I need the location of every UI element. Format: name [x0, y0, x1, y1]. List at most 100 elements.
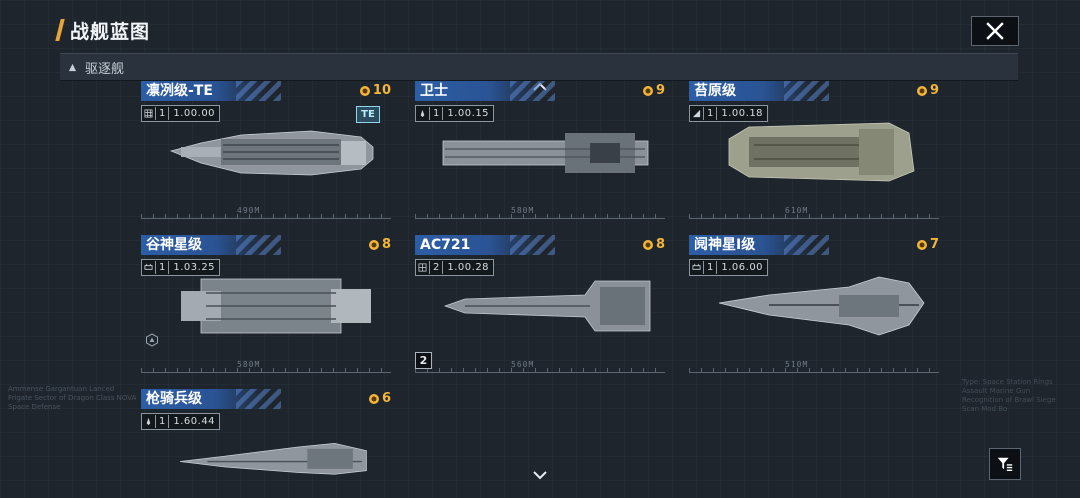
ship-tier: 1: [156, 261, 170, 274]
ship-card[interactable]: AC721 8 2 1.00.28 560M: [415, 235, 665, 385]
filter-button[interactable]: [989, 448, 1021, 480]
coin-icon: [916, 239, 927, 250]
ship-version: 1.00.18: [721, 108, 764, 119]
ship-tier: 2: [430, 261, 444, 274]
ship-length: 490M: [237, 206, 261, 215]
ship-card[interactable]: 谷神星级 8 1 1.03.25 580M: [141, 235, 391, 385]
ship-ruler: 560M: [415, 357, 665, 373]
ship-card[interactable]: 卫士 9 1 1.00.15 580M: [415, 81, 665, 231]
ship-stats: 1 1.00.00: [141, 105, 221, 122]
close-button[interactable]: [971, 16, 1019, 46]
name-stripes: [236, 389, 281, 409]
coin-icon: [368, 239, 379, 250]
coin-icon: [642, 85, 653, 96]
grid-icon: [144, 109, 153, 118]
ship-ruler: 510M: [689, 357, 939, 373]
rocket-icon: [146, 417, 151, 426]
ship-tier: 1: [430, 107, 444, 120]
coin-icon: [359, 85, 370, 96]
ship-length: 510M: [785, 360, 809, 369]
background-lore-text: Ammense Gargantuan Lanced Frigate Sector…: [8, 385, 137, 411]
ship-card[interactable]: 苔原级 9 1 1.00.18 610M: [689, 81, 939, 231]
category-bar[interactable]: 驱逐舰: [60, 53, 1018, 81]
rocket-icon: [420, 109, 425, 118]
name-stripes: [784, 81, 829, 101]
blueprint-count-badge: 2: [415, 352, 432, 369]
ship-cost: 10: [359, 83, 391, 98]
cost-value: 9: [655, 83, 665, 98]
ship-stats: 1 1.06.00: [689, 259, 769, 276]
cost-value: 8: [381, 237, 391, 252]
ship-cost: 7: [916, 237, 939, 252]
ship-tier: 1: [156, 415, 170, 428]
ship-image: [181, 278, 371, 334]
ship-card[interactable]: 枪骑兵级 6 1 1.60.44: [141, 389, 391, 498]
ship-tier: 1: [156, 107, 170, 120]
triangle-up-icon: [68, 63, 77, 71]
ship-version: 1.06.00: [721, 262, 764, 273]
ship-image: [180, 442, 367, 475]
coin-icon: [916, 85, 927, 96]
ship-version: 1.03.25: [173, 262, 216, 273]
ship-name: 阋神星Ⅰ级: [689, 235, 814, 255]
ship-ruler: 580M: [141, 357, 391, 373]
name-stripes: [236, 235, 281, 255]
ship-name: 凛冽级-TE: [141, 81, 266, 101]
name-stripes: [784, 235, 829, 255]
carrier-icon: [692, 263, 701, 270]
ship-cost: 9: [642, 83, 665, 98]
name-stripes: [236, 81, 281, 101]
ramp-icon: [692, 109, 701, 118]
ship-cost: 8: [642, 237, 665, 252]
filter-icon: [997, 457, 1013, 471]
cost-value: 10: [372, 83, 391, 98]
ship-tier: 1: [704, 107, 718, 120]
te-badge: TE: [356, 106, 380, 123]
ship-length: 580M: [237, 360, 261, 369]
coin-icon: [368, 393, 379, 404]
ship-ruler: 490M: [141, 203, 391, 219]
close-icon: [986, 22, 1004, 40]
coin-icon: [642, 239, 653, 250]
ship-version: 1.00.28: [447, 262, 490, 273]
grid-icon: [418, 263, 427, 272]
ship-stats: 1 1.00.15: [415, 105, 495, 122]
ship-length: 610M: [785, 206, 809, 215]
ship-cost: 8: [368, 237, 391, 252]
ship-image: [443, 280, 651, 332]
cost-value: 9: [929, 83, 939, 98]
ship-image: [442, 133, 649, 173]
hexagon-icon: [146, 333, 158, 347]
ship-stats: 1 1.60.44: [141, 413, 221, 430]
name-stripes: [510, 81, 555, 101]
ship-image: [718, 276, 925, 336]
ship-length: 560M: [511, 360, 535, 369]
page-header: 战舰蓝图: [55, 14, 151, 46]
cost-value: 8: [655, 237, 665, 252]
chevron-down-icon[interactable]: [532, 470, 548, 480]
ship-image: [169, 130, 374, 176]
carrier-icon: [144, 263, 153, 270]
ship-ruler: 610M: [689, 203, 939, 219]
title-accent-bar: [55, 19, 65, 41]
ship-image: [728, 122, 915, 182]
ship-length: 580M: [511, 206, 535, 215]
ship-name: 谷神星级: [141, 235, 266, 255]
ship-version: 1.00.15: [447, 108, 490, 119]
ship-version: 1.00.00: [173, 108, 216, 119]
page-title: 战舰蓝图: [70, 20, 151, 43]
ship-name: 卫士: [415, 81, 540, 101]
name-stripes: [510, 235, 555, 255]
ship-name: 苔原级: [689, 81, 814, 101]
ship-tier: 1: [704, 261, 718, 274]
ship-version: 1.60.44: [173, 416, 216, 427]
ship-name: 枪骑兵级: [141, 389, 266, 409]
background-lore-text-right: Type: Space Station Rings Assault Marine…: [962, 378, 1056, 413]
ship-cost: 6: [368, 391, 391, 406]
ship-card[interactable]: 阋神星Ⅰ级 7 1 1.06.00 510M: [689, 235, 939, 385]
cost-value: 6: [381, 391, 391, 406]
ship-ruler: 580M: [415, 203, 665, 219]
ship-card[interactable]: 凛冽级-TE 10 1 1.00.00 TE 490M: [141, 81, 391, 231]
ship-cost: 9: [916, 83, 939, 98]
ship-name: AC721: [415, 235, 540, 255]
